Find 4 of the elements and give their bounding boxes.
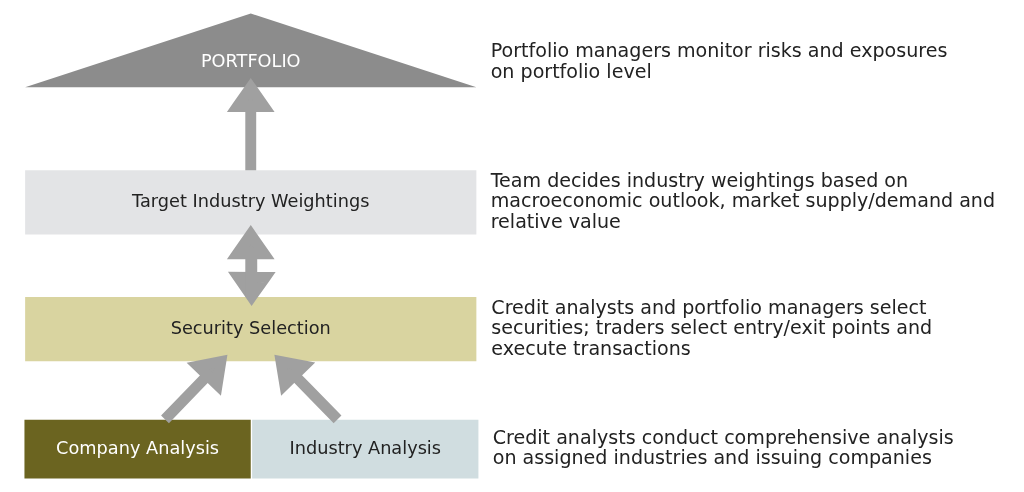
- node-label: Team decides industry weightings based on macroeconomic outlook, market supply/demand and relative value: [490, 168, 995, 232]
- node-label: Credit analysts conduct comprehensive analysis on assigned industries and issuing companies: [492, 425, 954, 469]
- node-label: Credit analysts and portfolio managers select securities; traders select entry/exit points and execute transactions: [490, 295, 932, 359]
- node-label: Portfolio managers monitor risks and exposures on portfolio level: [490, 39, 947, 82]
